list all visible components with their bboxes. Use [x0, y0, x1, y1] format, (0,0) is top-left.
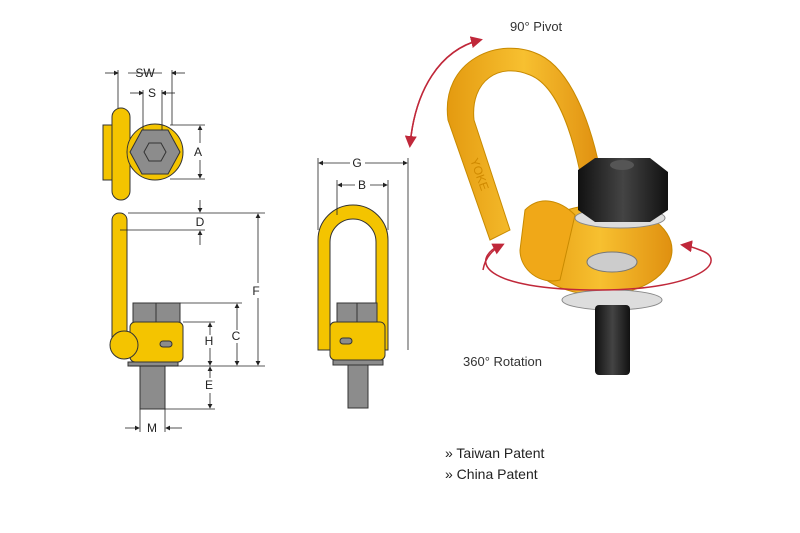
patent-item: » China Patent — [445, 466, 538, 482]
dim-label-f: F — [252, 284, 259, 298]
patent-item: » Taiwan Patent — [445, 445, 545, 461]
front-view: G B — [317, 156, 409, 409]
dim-label-m: M — [147, 421, 157, 435]
dim-label-d: D — [196, 215, 205, 229]
rotation-caption: 360° Rotation — [463, 354, 542, 369]
product-photo: YOKE 90° Pivot 360° Rotation — [404, 19, 712, 375]
dim-label-s: S — [148, 86, 156, 100]
top-view: SW S A — [102, 66, 205, 201]
pivot-caption: 90° Pivot — [510, 19, 563, 34]
dim-label-b: B — [358, 178, 366, 192]
dim-label-h: H — [205, 334, 214, 348]
dim-label-e: E — [205, 378, 213, 392]
dim-label-c: C — [232, 329, 241, 343]
dim-label-g: G — [352, 156, 361, 170]
dim-label-a: A — [194, 145, 202, 159]
side-view: D F C H E M — [109, 200, 265, 435]
dim-label-sw: SW — [135, 66, 155, 80]
